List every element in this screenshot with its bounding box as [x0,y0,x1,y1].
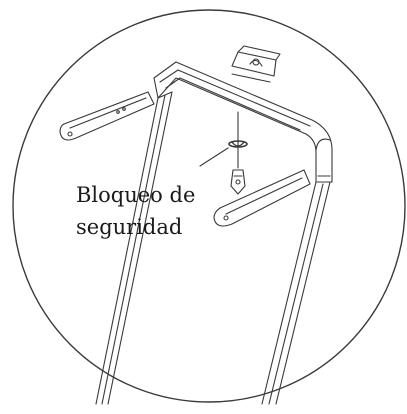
safety-lock-label: Bloqueo de seguridad [76,183,196,239]
console-frame [153,61,333,183]
right-arm [213,169,311,227]
mounting-bracket-icon [231,45,281,83]
left-arm [59,91,155,141]
leader-line [199,147,229,167]
detail-circle [12,9,406,403]
right-upright [261,181,331,405]
safety-lock-icon [228,111,248,195]
left-upright [95,91,173,405]
